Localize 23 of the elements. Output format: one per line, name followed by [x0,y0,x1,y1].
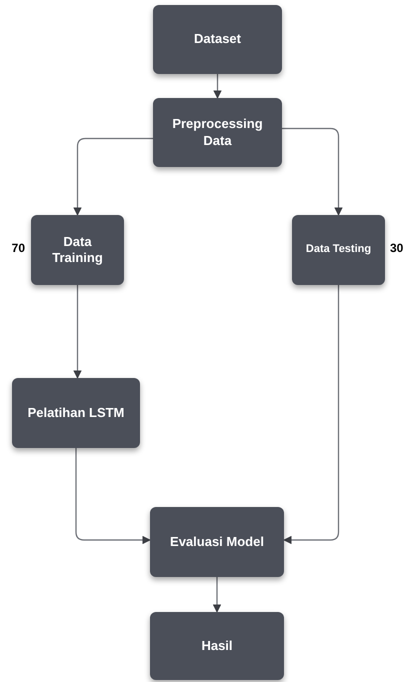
process-box [153,98,282,167]
process-box [292,215,385,285]
arrow [282,128,343,216]
box-label: Data Testing [306,243,372,257]
percentage-label: 30 [390,242,404,254]
percentage-label: 70 [12,242,25,254]
arrow [283,285,340,544]
process-box [12,378,140,448]
arrow [73,285,82,379]
box-label: Data Training [51,234,104,266]
box-label: Pelatihan LSTM [28,404,124,422]
box-label: Hasil [201,638,233,654]
process-box [150,612,284,680]
box-label: Dataset [194,31,241,48]
process-box [153,5,282,74]
arrow [73,138,153,216]
arrow [75,448,151,544]
process-box [150,507,284,577]
process-box [31,215,124,285]
box-label: Evaluasi Model [170,534,264,550]
arrow [212,577,222,613]
box-label: Preprocessing Data [171,116,264,149]
arrow [213,74,222,99]
